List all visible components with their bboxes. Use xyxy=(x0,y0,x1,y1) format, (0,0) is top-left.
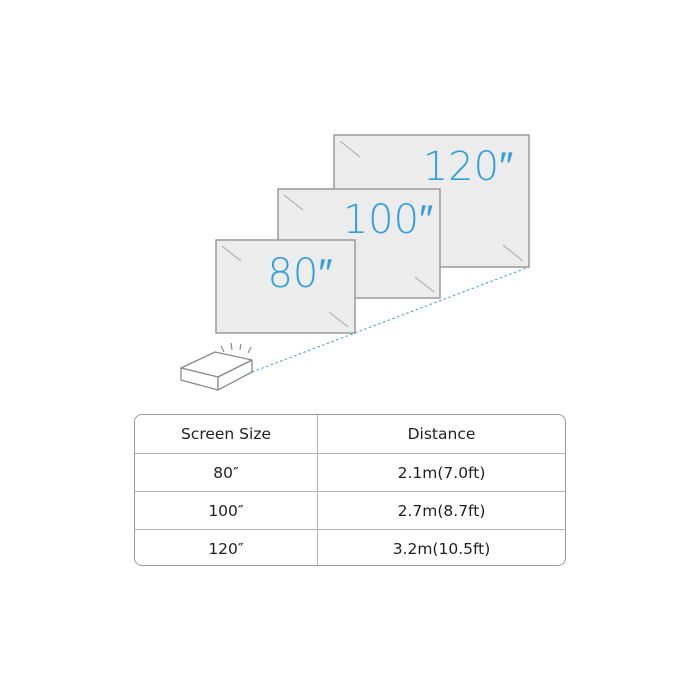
table-cell-distance: 3.2m(10.5ft) xyxy=(392,539,491,558)
screen-120-label: 120″ xyxy=(423,144,514,190)
screen-100-label: 100″ xyxy=(343,197,434,243)
table-row: 120″ 3.2m(10.5ft) xyxy=(135,529,565,565)
header-distance: Distance xyxy=(407,425,476,443)
table-row: 100″ 2.7m(8.7ft) xyxy=(135,491,565,529)
light-rays-icon xyxy=(220,342,252,354)
distance-table: Screen Size Distance 80″ 2.1m(7.0ft) 100… xyxy=(134,414,566,566)
table-cell-distance: 2.7m(8.7ft) xyxy=(397,501,486,520)
table-cell-size: 100″ xyxy=(135,492,318,529)
screen-80-label: 80″ xyxy=(267,251,332,297)
projection-line xyxy=(251,266,530,373)
screen-80: 80″ xyxy=(215,239,356,334)
table-row: 80″ 2.1m(7.0ft) xyxy=(135,453,565,491)
projection-diagram: 120″ 100″ 80″ xyxy=(180,134,530,391)
table-cell-size: 120″ xyxy=(135,530,318,565)
projector-icon xyxy=(180,351,253,391)
table-cell-distance: 2.1m(7.0ft) xyxy=(397,463,486,482)
table-header-row: Screen Size Distance xyxy=(135,415,565,453)
table-cell-size: 80″ xyxy=(135,454,318,491)
header-screen-size: Screen Size xyxy=(135,415,318,453)
